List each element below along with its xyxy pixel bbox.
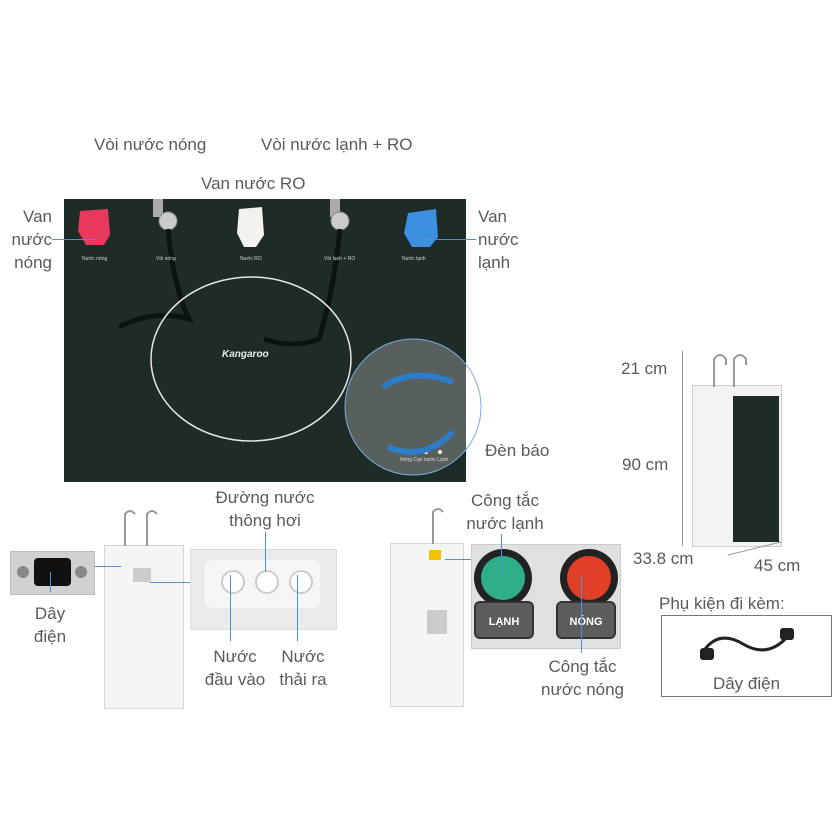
water-out-connector-icon bbox=[289, 570, 313, 594]
label-sticker bbox=[133, 568, 151, 582]
water-in-label: Nước đầu vào bbox=[204, 647, 266, 689]
product-side-image bbox=[390, 543, 464, 707]
product-taps bbox=[713, 354, 747, 387]
leader-line bbox=[230, 575, 231, 641]
hot-switch-button bbox=[567, 556, 611, 600]
product-back-taps bbox=[124, 510, 158, 546]
product-back-image bbox=[104, 545, 184, 709]
hot-switch-tag: NÓNG bbox=[556, 601, 616, 639]
power-cord-label: Dây điện bbox=[33, 604, 67, 646]
leader-line bbox=[50, 572, 51, 592]
leader-line bbox=[265, 532, 266, 572]
brand-logo: Kangaroo bbox=[222, 349, 269, 360]
dim-depth: 33.8 cm bbox=[633, 549, 694, 568]
hot-switch bbox=[560, 549, 618, 607]
leader-line bbox=[297, 575, 298, 641]
vent-connector-icon bbox=[255, 570, 279, 594]
indicator-label: Đèn báo bbox=[485, 441, 550, 460]
leader-line bbox=[52, 239, 96, 240]
leader-line bbox=[420, 239, 476, 240]
knob-label-ro: Nước RO bbox=[240, 256, 262, 262]
power-cord-icon bbox=[700, 628, 794, 660]
accessories-label: Phụ kiện đi kèm: bbox=[659, 594, 785, 613]
knob-label-hot-tap: Vòi nóng bbox=[156, 256, 176, 262]
leader-line bbox=[95, 566, 121, 567]
cold-switch-tag: LẠNH bbox=[474, 601, 534, 639]
product-front-panel bbox=[733, 396, 779, 542]
knob-label-hot: Nước nóng bbox=[82, 256, 108, 262]
power-socket-image bbox=[10, 551, 95, 595]
leader-line bbox=[150, 582, 190, 583]
hot-tap-label: Vòi nước nóng bbox=[94, 135, 207, 154]
cold-switch-button bbox=[481, 556, 525, 600]
ro-valve-label: Van nước RO bbox=[201, 174, 306, 193]
screw-icon bbox=[17, 566, 29, 578]
dim-top: 21 cm bbox=[621, 359, 668, 378]
panel-drawing bbox=[78, 199, 442, 454]
cold-valve-label: Van nước lạnh bbox=[478, 207, 519, 272]
cold-ro-tap-label: Vòi nước lạnh + RO bbox=[261, 135, 413, 154]
accessory-item-label: Dây điện bbox=[712, 674, 781, 693]
accessory-box: Dây điện bbox=[661, 615, 832, 697]
knob-label-cold-tap: Vòi lạnh + RO bbox=[324, 256, 356, 262]
cold-switch-label: Công tắc nước lạnh bbox=[466, 491, 544, 533]
pipe-connectors-image bbox=[190, 549, 337, 630]
vent-grille bbox=[427, 610, 447, 634]
dim-height: 90 cm bbox=[622, 455, 669, 474]
warning-sticker-icon bbox=[429, 550, 441, 560]
knob-label-cold: Nước lạnh bbox=[402, 256, 426, 262]
hot-switch-label: Công tắc nước nóng bbox=[540, 657, 625, 699]
dimension-line-vertical bbox=[682, 351, 683, 546]
hot-valve-label: Van nước nóng bbox=[11, 207, 52, 272]
vent-line-label: Đường nước thông hơi bbox=[215, 488, 315, 530]
water-out-label: Nước thải ra bbox=[279, 647, 327, 689]
indicator-text: Nóng Cạn nước Lạnh bbox=[400, 457, 448, 463]
switch-panel-image: LẠNH NÓNG bbox=[471, 544, 621, 649]
product-side-tap bbox=[432, 508, 444, 544]
leader-line bbox=[501, 534, 502, 578]
cold-switch bbox=[474, 549, 532, 607]
dim-width: 45 cm bbox=[754, 556, 801, 575]
watermark-logo bbox=[344, 338, 482, 476]
product-dimension-image bbox=[692, 385, 782, 547]
leader-line bbox=[581, 575, 582, 653]
screw-icon bbox=[75, 566, 87, 578]
water-in-connector-icon bbox=[221, 570, 245, 594]
iec-connector-icon bbox=[34, 558, 71, 586]
